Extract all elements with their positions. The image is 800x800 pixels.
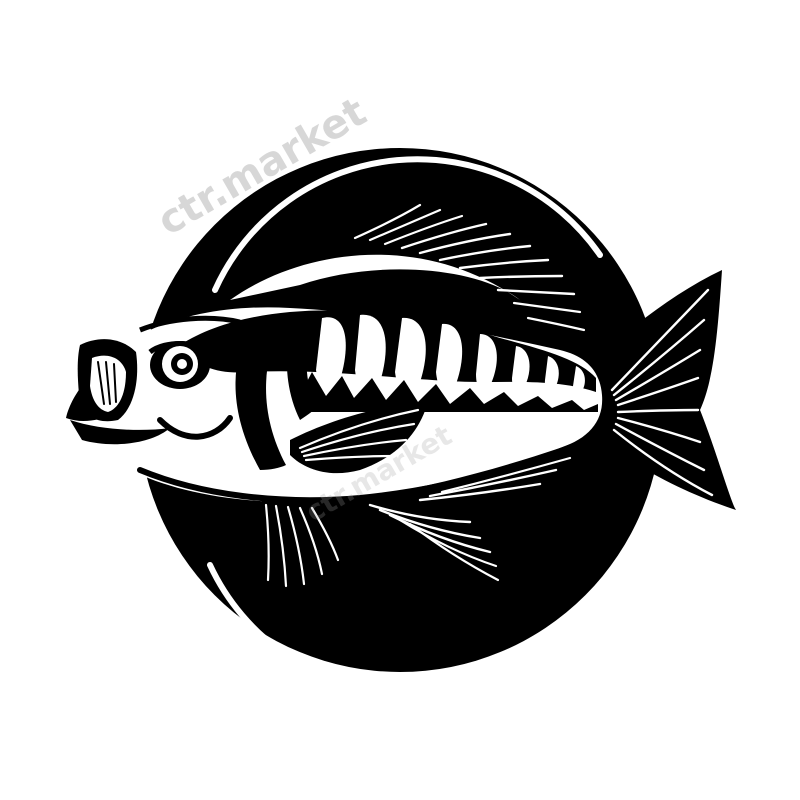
pectoral-fin xyxy=(290,402,428,474)
fish-eye xyxy=(148,340,216,389)
back-arc xyxy=(230,254,520,300)
belly-contour xyxy=(137,432,603,504)
fish-head xyxy=(66,315,241,445)
gill-band-2 xyxy=(286,318,316,420)
body-stripes xyxy=(316,314,585,396)
anal-fin xyxy=(368,456,572,582)
dorsal-fin xyxy=(353,203,586,332)
pelvic-fin xyxy=(260,495,350,590)
back-spikes xyxy=(300,372,598,412)
gill-band xyxy=(235,330,286,470)
tail-fin xyxy=(600,270,736,510)
